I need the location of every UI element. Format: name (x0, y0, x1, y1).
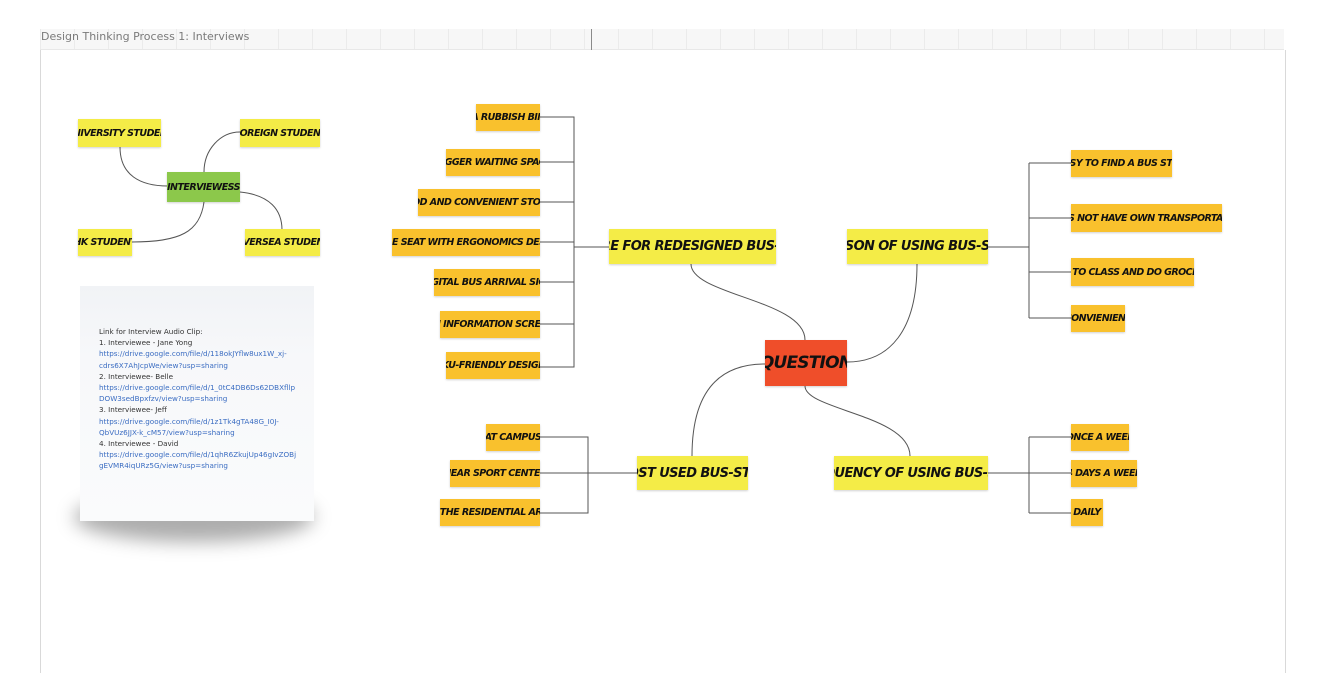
note-entry-1-name: 1. Interviewee - Jane Yong (99, 338, 193, 348)
note-entry-2-link[interactable]: https://drive.google.com/file/d/1_0tC4DB… (99, 383, 296, 393)
sticky-frequency-branch[interactable]: FREQUENCY OF USING BUS-STOP (834, 456, 988, 490)
note-entry-3-link[interactable]: https://drive.google.com/file/d/1z1Tk4gT… (99, 416, 279, 426)
sticky-frequency-item-3[interactable]: DAILY (1071, 499, 1103, 526)
note-entry-4-link-cont[interactable]: gEVMR4iqURz5G/view?usp=sharing (99, 461, 228, 471)
sticky-most-used-item-2[interactable]: NEAR SPORT CENTER (450, 460, 540, 487)
note-entry-2-name: 2. Interviewee- Belle (99, 371, 174, 381)
sticky-desire-item-3[interactable]: FOOD AND CONVENIENT STORES (418, 189, 540, 216)
sticky-foreign-student[interactable]: FOREIGN STUDENT (240, 119, 320, 147)
note-heading: Link for Interview Audio Clip: (99, 327, 203, 336)
sticky-frequency-item-2[interactable]: 4 DAYS A WEEK (1071, 460, 1137, 487)
sticky-reason-item-4[interactable]: CONVIENIENT (1071, 305, 1125, 332)
sticky-reason-item-3[interactable]: GO TO CLASS AND DO GROCERY (1071, 258, 1194, 286)
sticky-most-used-item-1[interactable]: AT CAMPUS (486, 424, 540, 451)
sticky-desire-item-4[interactable]: MORE SEAT WITH ERGONOMICS DESIGN (392, 229, 540, 256)
note-entry-3-name: 3. Interviewee- Jeff (99, 405, 167, 415)
note-entry-4-link[interactable]: https://drive.google.com/file/d/1qhR6Zku… (99, 450, 297, 460)
sticky-university-student[interactable]: UNIVERSITY STUDENT (78, 119, 161, 147)
sticky-oversea-student[interactable]: OVERSEA STUDENT (245, 229, 320, 256)
sticky-desire-item-6[interactable]: AN INFORMATION SCREEN (440, 311, 540, 338)
note-entry-1-link-cont[interactable]: cdrs6X7AhJcpWe/view?usp=sharing (99, 360, 228, 370)
sticky-desire-item-2[interactable]: BIGGER WAITING SPACE (446, 149, 540, 176)
note-entry-1-link[interactable]: https://drive.google.com/file/d/118okJYf… (99, 349, 287, 359)
sticky-question-center[interactable]: QUESTION (765, 340, 847, 386)
sticky-desire-item-5[interactable]: DIGITAL BUS ARRIVAL SIGN (434, 269, 540, 296)
note-entry-3-link-cont[interactable]: QbVUz6JJX-k_cM57/view?usp=sharing (99, 427, 235, 437)
sticky-most-used-branch[interactable]: MOST USED BUS-STOP (637, 456, 748, 490)
ruler-marker (591, 29, 592, 50)
sticky-reason-item-1[interactable]: EASY TO FIND A BUS STOP (1071, 150, 1172, 177)
sticky-desire-item-7[interactable]: OKU-FRIENDLY DESIGNS (446, 352, 540, 379)
note-entry-4-name: 4. Interviewee - David (99, 439, 179, 449)
sticky-interviewees-center[interactable]: INTERVIEWESS (167, 172, 240, 202)
sticky-desire-branch[interactable]: DESIRE FOR REDESIGNED BUS-STOP (609, 229, 776, 264)
note-entry-2-link-cont[interactable]: DOW3sedBpxfzv/view?usp=sharing (99, 394, 228, 404)
sticky-most-used-item-3[interactable]: AT THE RESIDENTIAL AREA (440, 499, 540, 526)
sticky-reason-item-2[interactable]: DOES NOT HAVE OWN TRANSPORTATION (1071, 204, 1222, 232)
frame-title[interactable]: Design Thinking Process 1: Interviews (41, 30, 250, 43)
interview-links-note[interactable]: Link for Interview Audio Clip: 1. Interv… (80, 286, 314, 521)
sticky-hk-student[interactable]: HK STUDENT (78, 229, 132, 256)
board-ruler (40, 29, 1284, 50)
sticky-reason-branch[interactable]: REASON OF USING BUS-STOP (847, 229, 988, 264)
sticky-desire-item-1[interactable]: A RUBBISH BIN (476, 104, 540, 131)
sticky-frequency-item-1[interactable]: ONCE A WEEK (1071, 424, 1129, 451)
